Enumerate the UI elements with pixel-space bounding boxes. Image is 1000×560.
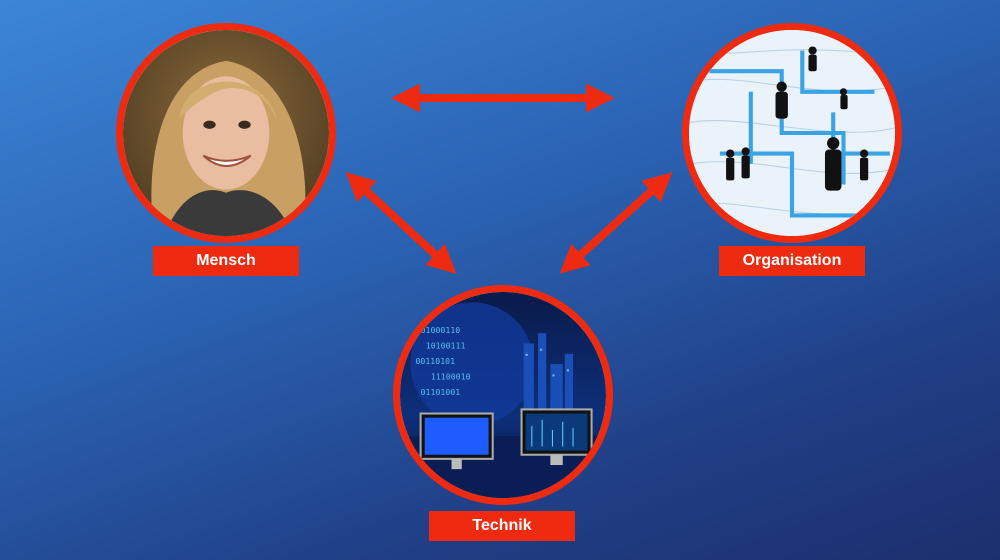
label-technik: Technik [429, 511, 575, 541]
technology-monitors-photo: 01000110 10100111 00110101 11100010 011010… [393, 285, 613, 505]
org-chart-silhouettes-photo [682, 23, 902, 243]
woman-portrait-photo [116, 23, 336, 243]
svg-text:10100111: 10100111 [426, 341, 466, 351]
label-mensch: Mensch [153, 246, 299, 276]
label-organisation: Organisation [719, 246, 865, 276]
svg-text:01101001: 01101001 [421, 387, 461, 397]
svg-text:00110101: 00110101 [415, 356, 455, 366]
svg-text:01000110: 01000110 [421, 325, 461, 335]
svg-text:11100010: 11100010 [431, 372, 471, 382]
arrow-organisation-technik [559, 172, 673, 274]
arrow-mensch-technik [345, 172, 457, 274]
